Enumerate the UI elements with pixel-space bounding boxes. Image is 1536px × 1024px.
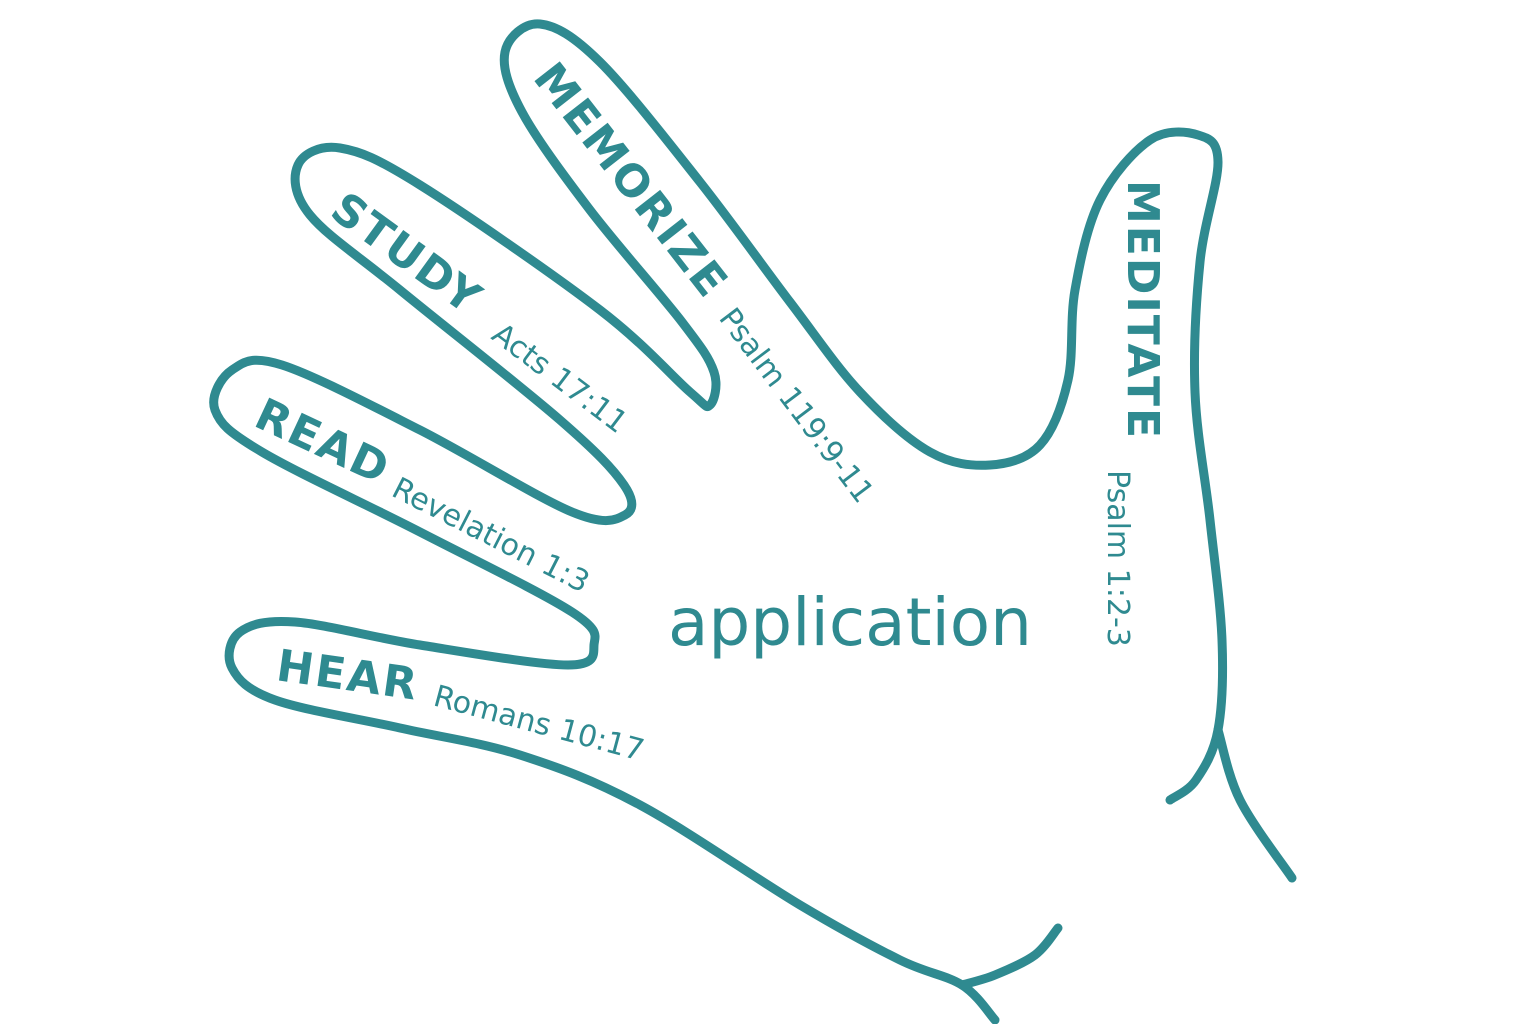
finger-ref-hear: Romans 10:17	[430, 679, 648, 769]
center-label: application	[668, 584, 1032, 661]
finger-ref-memorize: Psalm 119:9-11	[712, 302, 881, 510]
wrist-right-line	[1213, 725, 1297, 883]
wrist-left-line	[957, 923, 1063, 990]
hand-outline	[209, 19, 1228, 1024]
finger-word-meditate: MEDITATE	[1117, 180, 1168, 440]
finger-ref-meditate: Psalm 1:2-3	[1100, 470, 1135, 647]
finger-word-hear: HEAR	[273, 640, 422, 710]
